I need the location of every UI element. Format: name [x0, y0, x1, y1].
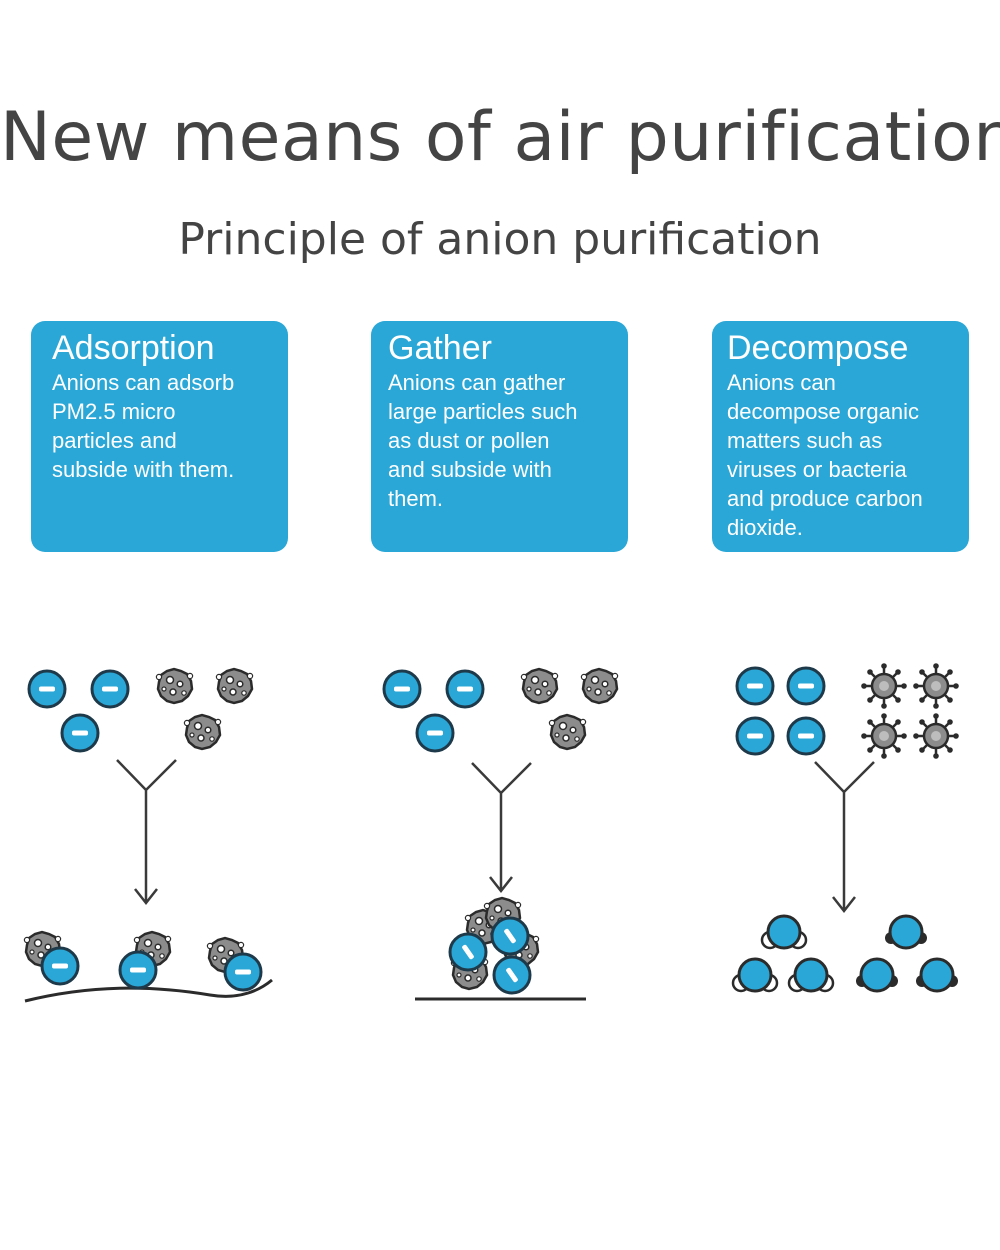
anion-icon: [735, 666, 775, 706]
anion-icon: [786, 716, 826, 756]
virus-icon: [859, 711, 909, 761]
decompose-illustration: [731, 661, 961, 993]
surface-line: [24, 978, 273, 1003]
dust-particle-icon: [155, 667, 194, 705]
anion-icon: [415, 713, 455, 753]
anion-icon: [492, 955, 532, 995]
anion-icon: [90, 669, 130, 709]
virus-icon: [911, 661, 961, 711]
anion-icon: [60, 713, 100, 753]
anion-icon: [490, 916, 530, 956]
carbon-dioxide-icon: [760, 914, 808, 950]
virus-icon: [859, 661, 909, 711]
page-title: New means of air purification: [0, 98, 1000, 177]
dust-particle-icon: [520, 667, 559, 705]
card-heading: Gather: [388, 329, 492, 367]
anion-icon: [40, 946, 80, 986]
anion-icon: [223, 952, 263, 992]
dust-particle-icon: [215, 667, 254, 705]
anion-icon: [445, 669, 485, 709]
anion-icon: [448, 932, 488, 972]
anion-icon: [735, 716, 775, 756]
anion-icon: [27, 669, 67, 709]
anion-icon: [382, 669, 422, 709]
card-description: Anions can adsorb PM2.5 micro particles …: [52, 370, 235, 482]
carbon-dioxide-icon: [787, 957, 835, 993]
arrow-down-icon: [814, 761, 875, 914]
carbon-dioxide-icon: [914, 957, 960, 993]
card-heading: Decompose: [727, 329, 909, 367]
carbon-dioxide-icon: [731, 957, 779, 993]
adsorption-illustration: [23, 667, 273, 1003]
virus-icon: [911, 711, 961, 761]
gather-illustration: [382, 667, 619, 1001]
arrow-down-icon: [116, 759, 177, 906]
card-adsorption: Adsorption Anions can adsorb PM2.5 micro…: [31, 321, 288, 552]
anion-icon: [118, 950, 158, 990]
anion-icon: [786, 666, 826, 706]
page-subtitle: Principle of anion purification: [178, 214, 822, 265]
carbon-dioxide-icon: [883, 914, 929, 950]
dust-particle-icon: [580, 667, 619, 705]
dust-particle-icon: [183, 713, 222, 751]
arrow-down-icon: [471, 762, 532, 894]
card-decompose: Decompose Anions can decompose organic m…: [712, 321, 969, 552]
card-gather: Gather Anions can gather large particles…: [371, 321, 628, 552]
card-description: Anions can decompose organic matters suc…: [727, 370, 923, 540]
card-description: Anions can gather large particles such a…: [388, 370, 578, 511]
dust-particle-icon: [548, 713, 587, 751]
card-heading: Adsorption: [52, 329, 215, 367]
carbon-dioxide-icon: [854, 957, 900, 993]
